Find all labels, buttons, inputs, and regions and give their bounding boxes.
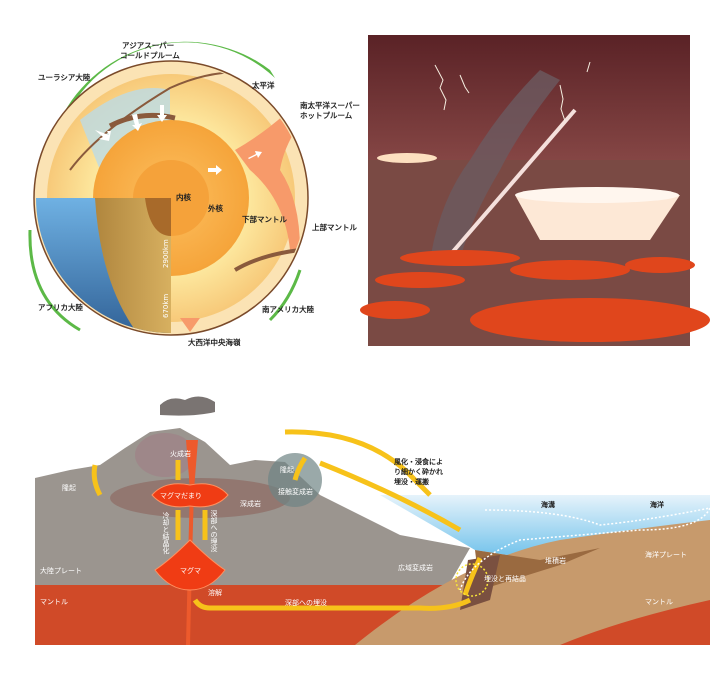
- label-mantle-right: マントル: [645, 598, 673, 606]
- rock-cycle-labels: 火成岩 隆起 隆起 接触変成岩 マグマだまり 深成岩 冷却と結晶化 深部への埋没…: [40, 449, 687, 607]
- label-inner-core: 内核: [176, 192, 191, 202]
- magma-chamber: [151, 483, 229, 508]
- label-regional-metamorphic: 広域変成岩: [398, 563, 433, 572]
- label-weathering-1: 風化・浸食によ: [393, 457, 443, 466]
- label-plutonic: 深成岩: [240, 499, 261, 508]
- globe-labels: アジアスーパー コールドプルーム ユーラシア大陸 太平洋 南太平洋スーパー ホッ…: [38, 40, 360, 347]
- label-asia-cold-plume-2: コールドプルーム: [120, 50, 180, 60]
- label-burial-vertical: 深部への埋没: [210, 509, 218, 553]
- label-magma: マグマ: [180, 566, 201, 575]
- magma-body: [154, 539, 226, 591]
- impact-flash: [515, 195, 680, 240]
- label-pacific: 太平洋: [252, 80, 275, 90]
- label-depth-670: 670km: [162, 294, 170, 318]
- label-south-america: 南アメリカ大陸: [262, 304, 315, 314]
- label-erosion: 浸食: [408, 520, 422, 529]
- sediment: [475, 548, 600, 590]
- cutaway-wedge: [95, 198, 171, 333]
- smoke-plume: [430, 70, 560, 260]
- label-s-pacific-plume-1: 南太平洋スーパー: [300, 100, 360, 110]
- label-lower-mantle: 下部マントル: [242, 214, 287, 224]
- label-trench: 海溝: [541, 500, 555, 509]
- label-africa: アフリカ大陸: [38, 302, 83, 312]
- label-ocean: 海洋: [650, 500, 664, 509]
- label-continental-plate: 大陸プレート: [40, 566, 82, 575]
- lava-pools: [360, 250, 710, 342]
- cold-plume: [80, 88, 170, 170]
- hot-plume: [235, 100, 306, 250]
- label-uplift-left: 隆起: [62, 483, 76, 492]
- label-igneous: 火成岩: [170, 449, 191, 458]
- early-earth-painting: [360, 35, 710, 346]
- label-melting: 溶解: [208, 588, 222, 597]
- label-uplift-mid: 隆起: [280, 465, 294, 474]
- label-contact-metamorphic: 接触変成岩: [278, 487, 313, 496]
- oceanic-plate: [355, 520, 710, 645]
- label-magma-chamber: マグマだまり: [160, 491, 202, 500]
- label-eurasia: ユーラシア大陸: [38, 72, 91, 82]
- label-mid-atlantic-ridge: 大西洋中央海嶺: [188, 337, 241, 347]
- rock-cycle-diagram: [35, 396, 712, 645]
- label-oceanic-plate: 海洋プレート: [645, 550, 687, 559]
- label-weathering-2: り細かく砕かれ: [394, 467, 443, 476]
- label-burial-horizontal: 深部への埋没: [285, 598, 327, 607]
- flow-arrows: [95, 105, 262, 175]
- slab: [108, 112, 176, 129]
- label-upper-mantle: 上部マントル: [312, 222, 357, 232]
- label-sedimentary: 堆積岩: [545, 556, 566, 565]
- label-cooling: 冷却と結晶化: [162, 511, 170, 555]
- label-asia-cold-plume-1: アジアスーパー: [122, 40, 174, 50]
- label-depth-2900: 2900km: [162, 239, 170, 268]
- continent-edge: [60, 41, 275, 126]
- cycle-arrows: [91, 429, 483, 611]
- label-burial-recrystallization: 埋没と再結晶: [484, 574, 526, 583]
- label-mantle-left: マントル: [40, 598, 68, 606]
- label-weathering-3: 埋没・運搬: [394, 477, 429, 486]
- label-outer-core: 外核: [208, 203, 223, 213]
- label-s-pacific-plume-2: ホットプルーム: [300, 110, 353, 120]
